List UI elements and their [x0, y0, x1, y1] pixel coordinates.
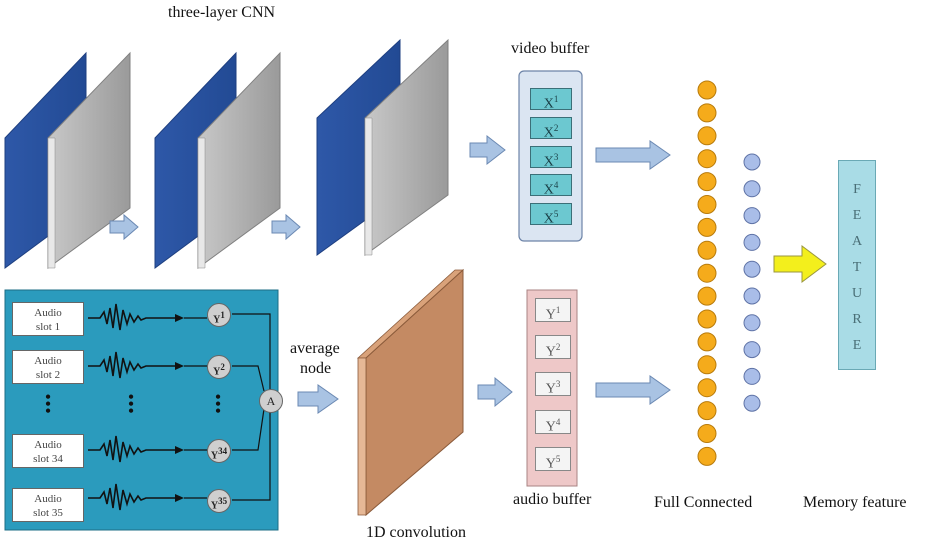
fc-neuron-blue	[743, 180, 761, 198]
waveform-icon	[88, 483, 175, 511]
fc-neuron-blue	[743, 153, 761, 171]
fc-neuron-yellow	[697, 309, 717, 329]
feature-letter: U	[851, 286, 863, 301]
average-node: A	[259, 389, 283, 413]
video-buffer-item: X4	[530, 174, 572, 198]
cnn-layer-2	[154, 51, 281, 269]
average-node-label-line2: node	[300, 360, 332, 377]
fc-neuron-yellow	[697, 424, 717, 443]
waveform-icon	[88, 351, 175, 379]
feature-letter: R	[852, 312, 862, 327]
full-connected-label: Full Connected	[654, 494, 753, 511]
feature-letter: F	[853, 182, 861, 197]
fc-neuron-blue	[743, 314, 761, 332]
video-buffer-label: video buffer	[511, 40, 590, 57]
memory-feature-label: Memory feature	[803, 494, 907, 511]
cnn-label: three-layer CNN	[168, 4, 276, 21]
fc-neuron-yellow	[697, 286, 717, 306]
cnn-layer-3	[316, 38, 449, 256]
video-buffer-item: X3	[530, 146, 572, 170]
ellipsis-icon: •••	[215, 389, 221, 420]
aggregation-lines	[232, 313, 271, 501]
right-arrow-icon	[595, 375, 671, 405]
fc-neuron-blue	[743, 341, 761, 359]
fc-neuron-yellow	[697, 172, 717, 192]
right-arrow-icon	[773, 245, 827, 283]
right-arrow-icon	[297, 384, 339, 414]
feature-letter: A	[851, 234, 863, 249]
audio-node-35: Y35	[207, 489, 231, 513]
conv1d-block	[356, 268, 465, 517]
audio-node-1: Y1	[207, 303, 231, 327]
feature-letter: T	[852, 260, 862, 275]
audio-buffer-label: audio buffer	[513, 491, 592, 508]
audio-node-34: Y34	[207, 439, 231, 463]
fc-neuron-yellow	[697, 149, 717, 169]
fc-neuron-yellow	[697, 378, 717, 398]
right-arrow-icon	[109, 213, 139, 241]
right-arrow-icon	[477, 376, 513, 408]
fc-neuron-yellow	[697, 217, 717, 237]
conv1d-label: 1D convolution	[366, 524, 466, 541]
fc-neuron-blue	[743, 260, 761, 278]
video-buffer-item: X1	[530, 88, 572, 112]
waveform-icon	[88, 435, 175, 463]
ellipsis-icon: •••	[45, 389, 51, 420]
audio-buffer-item: Y1	[535, 298, 571, 323]
right-arrow-icon	[595, 140, 671, 170]
feature-letter: E	[852, 208, 862, 223]
fc-neuron-blue	[743, 394, 761, 412]
audio-node-2: Y2	[207, 355, 231, 379]
fc-neuron-yellow	[697, 332, 717, 352]
ellipsis-icon: •••	[128, 389, 134, 420]
feature-box: F E A T U R E	[838, 160, 876, 370]
right-arrow-icon	[469, 134, 506, 166]
audio-buffer-item: Y3	[535, 372, 571, 397]
fc-neuron-yellow	[697, 103, 717, 123]
fc-neuron-blue	[743, 367, 761, 385]
fc-neuron-yellow	[697, 355, 717, 375]
fc-neuron-yellow	[697, 240, 717, 260]
fc-layer-yellow	[697, 80, 717, 466]
cnn-layer-1	[4, 51, 131, 269]
audio-buffer-item: Y2	[535, 335, 571, 360]
video-buffer-item: X2	[530, 117, 572, 141]
fc-neuron-yellow	[697, 195, 717, 214]
fc-neuron-yellow	[697, 263, 717, 283]
video-buffer-item: X5	[530, 203, 572, 227]
fc-neuron-blue	[743, 233, 761, 251]
fc-neuron-yellow	[697, 446, 717, 466]
audio-buffer-item: Y4	[535, 410, 571, 435]
fc-neuron-blue	[743, 287, 761, 305]
audio-buffer-item: Y5	[535, 447, 571, 472]
fc-neuron-blue	[743, 207, 761, 225]
fc-layer-blue	[743, 153, 761, 412]
fc-neuron-yellow	[697, 80, 717, 100]
right-arrow-icon	[271, 213, 301, 241]
fc-neuron-yellow	[697, 401, 717, 421]
feature-letter: E	[852, 338, 862, 353]
waveform-icon	[88, 303, 175, 331]
average-node-label-line1: average	[290, 340, 340, 357]
fc-neuron-yellow	[697, 126, 717, 146]
